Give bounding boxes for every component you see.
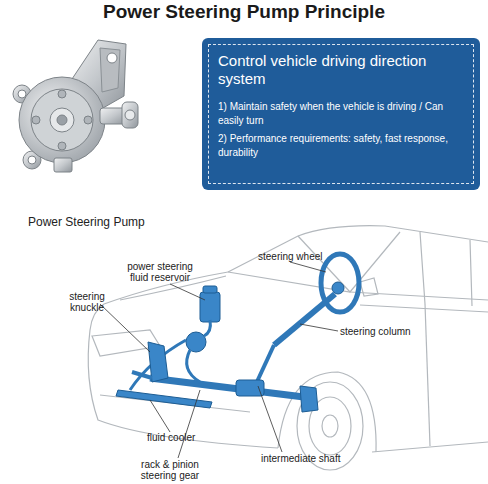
steering-system <box>116 254 359 412</box>
section-label: Power Steering Pump <box>28 216 178 229</box>
box-body: 1) Maintain safety when the vehicle is d… <box>218 100 464 128</box>
part-label: intermediate shaft <box>261 453 361 464</box>
box-heading: Control vehicle driving direction system <box>218 52 464 88</box>
page-title: Power Steering Pump Principle <box>0 1 488 23</box>
part-label: steering knuckle <box>62 291 112 313</box>
box-body: 2) Performance requirements: safety, fas… <box>218 132 464 160</box>
info-box: Control vehicle driving direction system… <box>202 38 480 190</box>
part-label: rack & pinion steering gear <box>130 459 210 481</box>
car-outline <box>88 226 488 470</box>
part-label: power steering fluid reservoir <box>118 261 202 283</box>
leader-lines <box>100 262 338 458</box>
part-label: fluid cooler <box>147 432 217 443</box>
part-label: steering column <box>340 326 430 337</box>
part-label: steering wheel <box>258 251 338 262</box>
pump-picture <box>13 40 138 172</box>
